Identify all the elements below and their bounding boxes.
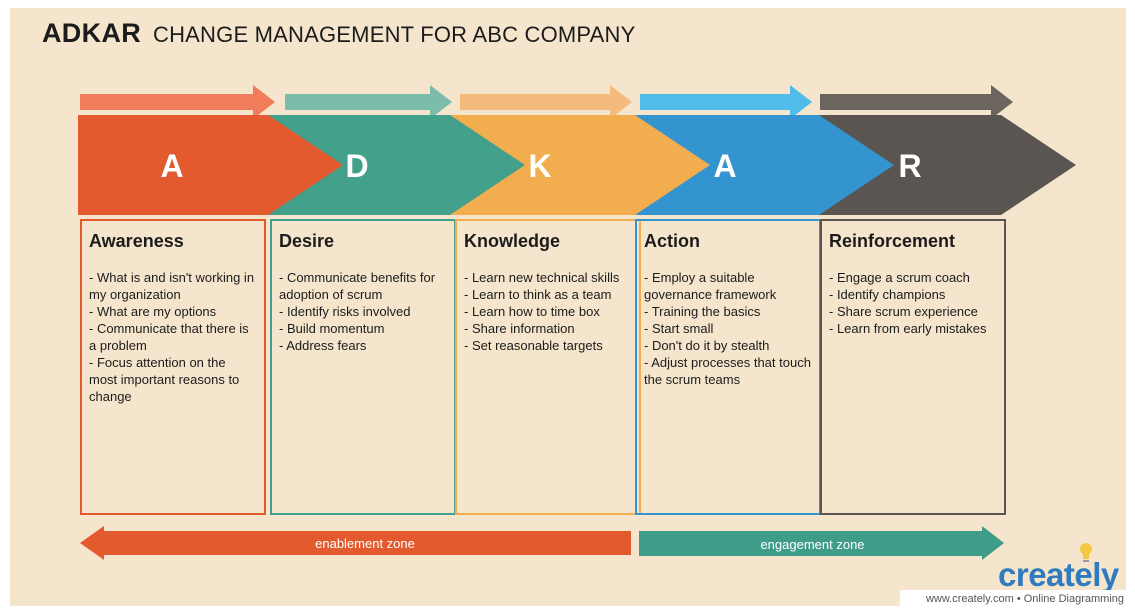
stage-item: - Build momentum (279, 321, 385, 336)
stage-letter-3: K (528, 148, 551, 184)
stage-item: - Don't do it by stealth (644, 338, 770, 353)
footer-text: www.creately.com • Online Diagramming (900, 590, 1128, 608)
stage-item: - Engage a scrum coach (829, 270, 970, 285)
stage-item: - Identify risks involved (279, 304, 411, 319)
top-arrow-4 (640, 85, 812, 119)
stage-item: - Set reasonable targets (464, 338, 603, 353)
stage-item: - Address fears (279, 338, 367, 353)
engagement-zone-arrow (639, 526, 1004, 560)
stage-letter-4: A (713, 148, 736, 184)
stage-title: Action (644, 231, 700, 251)
chevron-3 (448, 115, 710, 215)
creately-logo: creately (998, 556, 1119, 593)
chevron-2 (262, 115, 525, 215)
stage-box-2: Desire - Communicate benefits for adoptio… (270, 219, 456, 515)
stage-item: - Adjust processes that touch the scrum … (644, 355, 811, 387)
stage-item: - What is and isn't working in my organi… (89, 270, 255, 302)
stage-item: - Training the basics (644, 304, 761, 319)
top-arrow-2 (285, 85, 452, 119)
stage-item: - Learn to think as a team (464, 287, 612, 302)
stage-title: Reinforcement (829, 231, 956, 251)
enablement-zone-arrow (80, 526, 631, 560)
stage-box-1: Awareness - What is and isn't working in … (80, 219, 266, 515)
stage-items: - Learn new technical skills - Learn to t… (464, 269, 632, 354)
title-main: ADKAR (42, 18, 141, 48)
stage-item: - Employ a suitable governance framework (644, 270, 777, 302)
stage-letter-5: R (898, 148, 921, 184)
stage-item: - Learn new technical skills (464, 270, 620, 285)
chevron-5 (818, 115, 1076, 215)
chevron-4 (632, 115, 894, 215)
stage-item: - Identify champions (829, 287, 946, 302)
diagram-title: ADKAR CHANGE MANAGEMENT FOR ABC COMPANY (42, 18, 636, 58)
stage-item: - Share information (464, 321, 575, 336)
stage-item: - Start small (644, 321, 714, 336)
stage-items: - Engage a scrum coach - Identify champio… (829, 269, 997, 337)
stage-box-3: Knowledge- Learn new technical skills- L… (455, 219, 641, 515)
stage-box-4: Action - Employ a suitable governance fra… (635, 219, 821, 515)
stage-item: - Learn how to time box (464, 304, 600, 319)
stage-items: - Employ a suitable governance framework… (644, 269, 812, 388)
zone-arrows (80, 526, 1004, 560)
stage-item: - Focus attention on the most important … (89, 355, 240, 404)
stage-item: - What are my options (89, 304, 217, 319)
stage-item: - Learn from early mistakes (829, 321, 987, 336)
top-arrows (80, 85, 1013, 119)
engagement-zone-label: engagement zone (760, 537, 865, 552)
chevron-1 (78, 115, 343, 215)
stage-items: - Communicate benefits for adoption of s… (279, 269, 447, 354)
enablement-zone-label: enablement zone (315, 536, 415, 551)
stage-title: Desire (279, 231, 335, 251)
stage-letter-1: A (160, 148, 183, 184)
stage-item: - Communicate benefits for adoption of s… (279, 270, 436, 302)
top-arrow-3 (460, 85, 632, 119)
stage-items: - What is and isn't working in my organi… (89, 269, 257, 405)
stage-item: - Communicate that there is a problem (89, 321, 249, 353)
stage-item: - Share scrum experience (829, 304, 978, 319)
top-arrow-1 (80, 85, 275, 119)
lightbulb-icon (1080, 543, 1092, 562)
stage-title: Knowledge (464, 231, 561, 251)
title-subtitle: CHANGE MANAGEMENT FOR ABC COMPANY (153, 22, 636, 47)
top-arrow-5 (820, 85, 1013, 119)
stage-letter-2: D (345, 148, 368, 184)
stage-box-5: Reinforcement - Engage a scrum coach - Ide… (820, 219, 1006, 515)
stage-title: Awareness (89, 231, 184, 251)
